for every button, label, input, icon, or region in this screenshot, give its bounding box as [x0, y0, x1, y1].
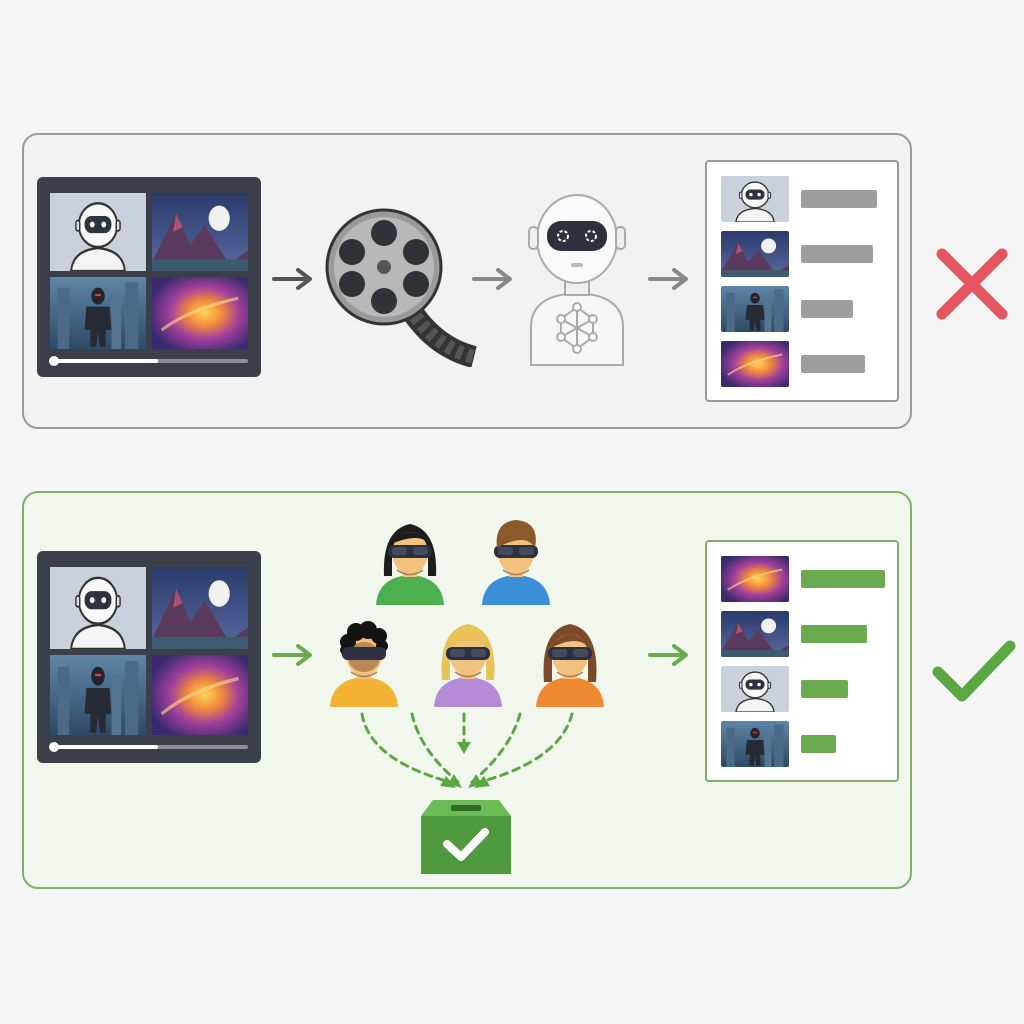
video-thumbnail	[721, 611, 789, 657]
arrow-right-icon	[646, 642, 692, 668]
green-checkmark-icon	[930, 636, 1016, 706]
film-reel-icon	[324, 197, 484, 367]
score-bar	[801, 300, 853, 318]
human-ranked-list	[705, 540, 899, 782]
video-thumbnail	[721, 231, 789, 277]
ballot-box-icon	[419, 796, 513, 876]
video-thumbnail	[721, 721, 789, 767]
score-bar	[801, 625, 867, 643]
rater-long-brown-hair	[530, 612, 610, 707]
score-bar	[801, 570, 885, 588]
video-thumbnail	[721, 286, 789, 332]
arrow-right-icon	[270, 642, 316, 668]
rater-blonde-hair	[428, 612, 508, 707]
rater-curly-hair	[324, 612, 404, 707]
ai-robot-model-icon	[525, 187, 629, 367]
vote-arrows	[350, 710, 590, 800]
score-bar	[801, 190, 877, 208]
score-bar	[801, 355, 865, 373]
score-bar	[801, 245, 873, 263]
video-thumbnail	[721, 556, 789, 602]
arrow-right-icon	[270, 266, 316, 292]
score-bar	[801, 735, 836, 753]
red-cross-icon	[934, 248, 1010, 320]
arrow-right-icon	[646, 266, 692, 292]
score-bar	[801, 680, 848, 698]
arrow-right-icon	[470, 266, 516, 292]
rater-brown-hair	[476, 510, 556, 605]
video-thumbnail	[721, 176, 789, 222]
video-thumbnail	[721, 341, 789, 387]
video-thumbnail	[721, 666, 789, 712]
video-thumbnail-grid-icon	[37, 551, 261, 763]
video-thumbnail-grid-icon	[37, 177, 261, 377]
model-ranked-list	[705, 160, 899, 402]
rater-black-hair	[370, 510, 450, 605]
